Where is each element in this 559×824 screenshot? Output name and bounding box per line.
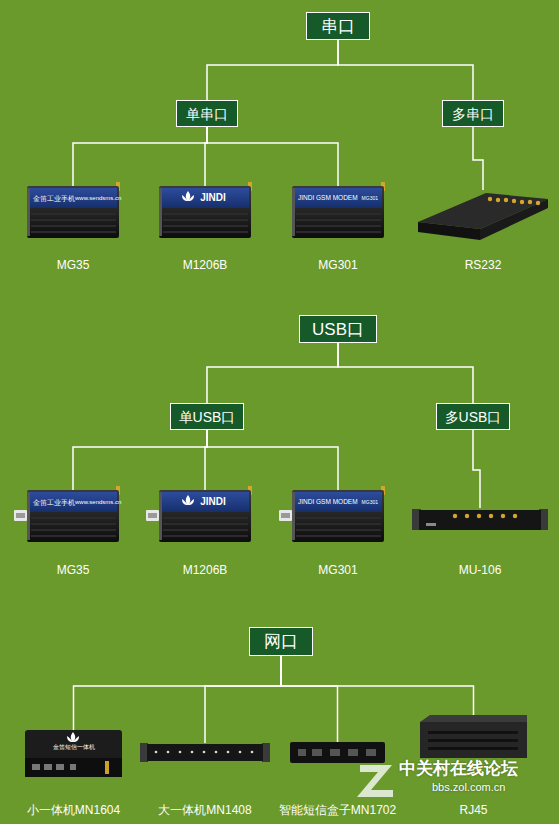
tree-connector xyxy=(207,343,338,403)
device-print: MG301 xyxy=(362,196,378,201)
device-node: 金笛工业手机www.sendsms.cnMG35 xyxy=(27,490,119,542)
device-face: 金笛工业手机www.sendsms.cn xyxy=(29,188,117,208)
tree-connector xyxy=(338,40,473,100)
device-name: 智能短信盒子MN1702 xyxy=(279,802,396,818)
tree-connector xyxy=(473,430,480,508)
tree-connector xyxy=(281,656,474,715)
device-print: www.sendsms.cn xyxy=(75,195,121,201)
device-print: 金笛短信一体机 xyxy=(53,744,95,750)
device-name: M1206B xyxy=(183,562,228,578)
device-face: 金笛工业手机www.sendsms.cn xyxy=(29,492,117,512)
device-print: MG301 xyxy=(362,500,378,505)
device-name: MG301 xyxy=(318,257,357,273)
category-label: 串口 xyxy=(321,18,355,35)
tree-connector xyxy=(205,656,281,743)
tree-connector xyxy=(74,656,282,730)
watermark-text: 中关村在线论坛 xyxy=(399,760,518,779)
device-print: www.sendsms.cn xyxy=(75,499,121,505)
tree-connector xyxy=(207,430,338,490)
category-label: USB口 xyxy=(312,321,364,338)
category-box: 多串口 xyxy=(442,100,504,127)
category-box: 多USB口 xyxy=(436,403,511,430)
device-print: 金笛工业手机 xyxy=(33,195,75,202)
device-node: JINDIM1206B xyxy=(159,490,251,542)
tree-connector xyxy=(207,127,338,186)
device-node: 智能短信盒子MN1702 xyxy=(290,742,385,763)
device-print: 金笛工业手机 xyxy=(33,499,75,506)
device-print: JINDI xyxy=(200,193,226,203)
device-print: JINDI GSM MODEM xyxy=(298,195,358,202)
device-name: MG35 xyxy=(57,257,90,273)
category-label: 网口 xyxy=(264,633,298,650)
device-node: RS232 xyxy=(418,190,548,240)
device-face: JINDI xyxy=(161,188,249,208)
category-label: 单串口 xyxy=(186,107,228,121)
device-node: MU-106 xyxy=(412,508,548,531)
device-face: JINDI GSM MODEM MG301 xyxy=(294,492,382,512)
device-node: JINDI GSM MODEM MG301MG301 xyxy=(292,490,384,542)
device-node: 大一体机MN1408 xyxy=(140,743,270,762)
device-name: 小一体机MN1604 xyxy=(27,802,120,818)
device-face: 金笛短信一体机 xyxy=(25,742,122,752)
tree-connector xyxy=(73,430,207,490)
device-face: JINDI GSM MODEM MG301 xyxy=(294,188,382,208)
category-box: 网口 xyxy=(249,627,313,656)
category-box: USB口 xyxy=(299,315,377,343)
watermark-text: bbs.zol.com.cn xyxy=(432,781,505,793)
category-box: 单串口 xyxy=(176,100,238,127)
device-print: JINDI GSM MODEM xyxy=(298,499,358,506)
device-name: MG301 xyxy=(318,562,357,578)
device-node: JINDI GSM MODEM MG301MG301 xyxy=(292,186,384,238)
tree-connector xyxy=(473,127,483,190)
device-face: JINDI xyxy=(161,492,249,512)
device-name: RJ45 xyxy=(459,802,487,818)
device-name: 大一体机MN1408 xyxy=(158,802,251,818)
device-name: RS232 xyxy=(465,257,502,273)
tree-connector xyxy=(338,343,473,403)
device-name: M1206B xyxy=(183,257,228,273)
category-label: 多串口 xyxy=(452,107,494,121)
tree-connector xyxy=(281,656,338,742)
category-label: 多USB口 xyxy=(445,410,502,424)
tree-connector xyxy=(207,40,338,100)
device-node: RJ45 xyxy=(420,715,527,758)
device-node: 金笛工业手机www.sendsms.cnMG35 xyxy=(27,186,119,238)
device-name: MG35 xyxy=(57,562,90,578)
device-node: 金笛短信一体机小一体机MN1604 xyxy=(25,730,122,777)
category-box: 串口 xyxy=(306,12,370,40)
device-node: JINDIM1206B xyxy=(159,186,251,238)
tree-connector xyxy=(73,127,207,186)
category-label: 单USB口 xyxy=(179,410,236,424)
category-box: 单USB口 xyxy=(170,403,245,430)
device-name: MU-106 xyxy=(459,562,502,578)
device-print: JINDI xyxy=(200,497,226,507)
